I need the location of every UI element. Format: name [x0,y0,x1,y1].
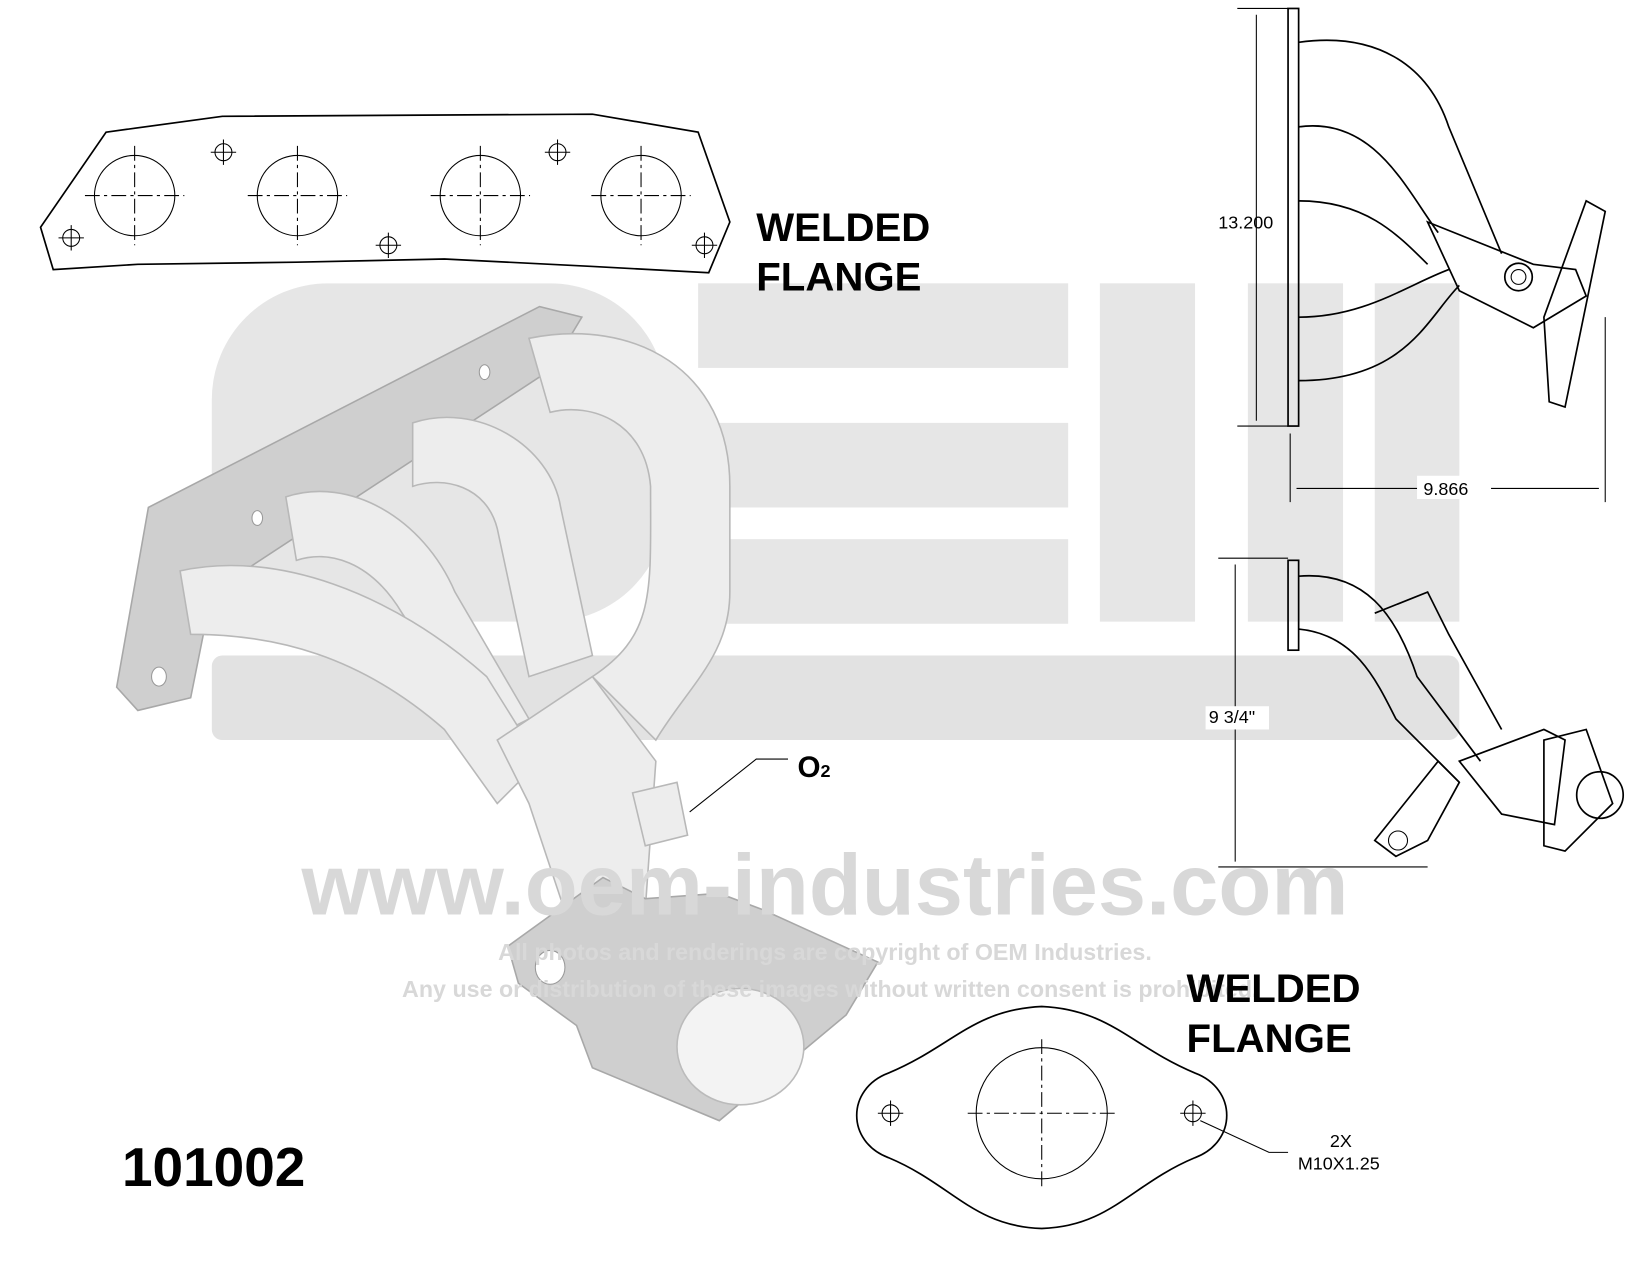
side-height-dimension: 9 3/4" [1209,707,1255,727]
manifold-3d-rendering [115,305,879,1122]
o2-sensor-label: O [798,751,821,784]
front-view-drawing [1237,7,1607,503]
bottom-welded-flange-drawing [855,1005,1289,1230]
top-flange-label-line2: FLANGE [756,255,921,300]
width-dimension: 9.866 [1423,479,1468,499]
part-number: 101002 [122,1136,305,1198]
watermark-url: www.oem-industries.com [301,837,1349,933]
height-dimension: 13.200 [1218,212,1273,232]
bolt-count-label: 2X [1330,1131,1352,1151]
side-view-drawing [1218,557,1625,868]
copyright-line1: All photos and renderings are copyright … [498,939,1152,965]
bottom-flange-label-line2: FLANGE [1187,1016,1352,1061]
o2-sensor-subscript: 2 [821,761,831,781]
copyright-line2: Any use or distribution of these images … [402,976,1258,1002]
top-welded-flange-drawing [39,113,731,274]
svg-text:O2: O2 [798,751,831,784]
top-flange-label-line1: WELDED [756,205,930,250]
bolt-thread-label: M10X1.25 [1298,1153,1380,1173]
bottom-flange-label-line1: WELDED [1187,966,1361,1011]
